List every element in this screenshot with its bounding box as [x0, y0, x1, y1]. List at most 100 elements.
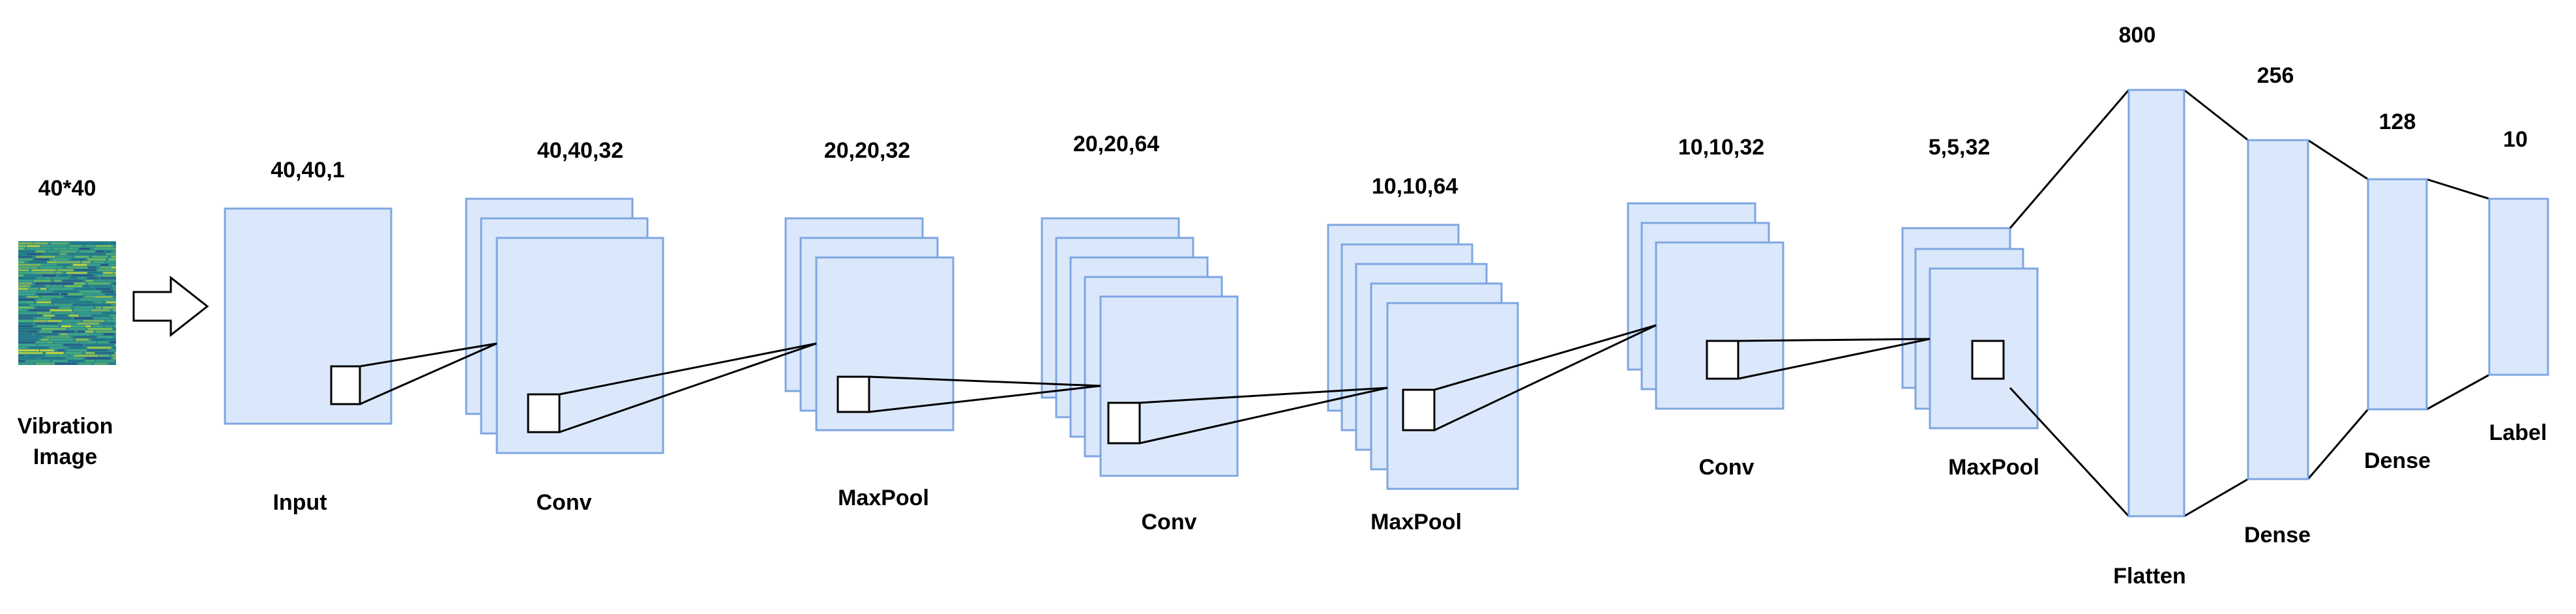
image-texture-streak — [85, 325, 91, 328]
kernel-window — [1402, 388, 1436, 431]
image-texture-streak — [50, 245, 67, 248]
image-texture-streak — [56, 314, 67, 317]
layer-name-conv1: Conv — [537, 490, 592, 515]
layer-output — [2488, 197, 2549, 376]
image-texture-streak — [51, 301, 71, 304]
image-texture-streak — [108, 280, 116, 282]
image-texture-streak — [40, 349, 55, 351]
image-texture-streak — [108, 338, 116, 341]
image-texture-streak — [93, 248, 116, 250]
image-texture-streak — [18, 277, 35, 280]
image-texture-streak — [98, 341, 108, 344]
layer-name-output: Label — [2489, 420, 2547, 445]
image-texture-streak — [18, 333, 32, 336]
image-texture-streak — [63, 256, 73, 258]
image-texture-streak — [65, 357, 72, 360]
image-texture-streak — [115, 336, 116, 338]
image-texture-streak — [40, 338, 49, 341]
image-texture-streak — [47, 261, 57, 263]
image-texture-streak — [96, 360, 115, 362]
image-texture-streak — [109, 362, 115, 365]
image-texture-streak — [94, 317, 110, 319]
image-texture-streak — [106, 325, 113, 328]
image-texture-streak — [18, 253, 27, 256]
image-texture-streak — [18, 299, 35, 301]
shape-label-flatten: 800 — [2119, 23, 2156, 48]
image-texture-streak — [87, 263, 101, 266]
image-size-label: 40*40 — [38, 176, 96, 201]
image-texture-streak — [76, 338, 89, 341]
layer-name-conv3: Conv — [1699, 455, 1754, 480]
image-texture-streak — [40, 287, 46, 290]
image-texture-streak — [47, 341, 53, 344]
image-texture-streak — [92, 256, 108, 258]
image-texture-streak — [57, 269, 74, 271]
image-texture-streak — [91, 309, 110, 312]
image-texture-streak — [40, 266, 63, 269]
image-texture-streak — [98, 355, 110, 357]
image-texture-streak — [58, 263, 70, 266]
image-texture-streak — [27, 355, 44, 357]
image-texture-streak — [92, 338, 108, 341]
layer-dense1 — [2247, 139, 2309, 480]
layer-name-pool3: MaxPool — [1948, 455, 2039, 480]
image-texture-streak — [18, 319, 34, 322]
image-texture-streak — [31, 269, 56, 271]
image-texture-streak — [41, 245, 50, 248]
image-texture-streak — [18, 325, 33, 328]
image-texture-streak — [41, 296, 63, 298]
shape-label-pool2: 10,10,64 — [1372, 174, 1458, 199]
image-texture-streak — [70, 277, 77, 280]
vector-bar — [2247, 139, 2309, 480]
vector-bar — [2367, 178, 2428, 411]
image-texture-streak — [74, 306, 93, 309]
image-texture-streak — [71, 274, 94, 277]
image-texture-streak — [115, 352, 116, 355]
image-texture-streak — [55, 312, 74, 314]
shape-label-pool3: 5,5,32 — [1929, 135, 1991, 160]
image-texture-streak — [76, 323, 99, 325]
image-texture-streak — [96, 250, 104, 253]
image-texture-streak — [111, 266, 116, 269]
image-texture-streak — [18, 349, 39, 351]
image-texture-streak — [18, 328, 41, 330]
image-texture-streak — [35, 282, 49, 285]
image-texture-streak — [113, 309, 116, 312]
image-texture-streak — [35, 323, 58, 325]
image-texture-streak — [103, 272, 113, 274]
image-texture-streak — [95, 352, 114, 355]
image-texture-streak — [18, 360, 25, 362]
layer-name-pool2: MaxPool — [1370, 510, 1462, 534]
fc-connectors — [2009, 89, 2490, 518]
image-texture-streak — [18, 242, 33, 244]
image-texture-streak — [74, 301, 93, 304]
image-texture-streak — [95, 301, 103, 304]
image-texture-streak — [87, 349, 108, 351]
image-texture-streak — [18, 301, 25, 304]
image-texture-streak — [115, 319, 116, 322]
image-texture-streak — [84, 296, 95, 298]
image-texture-streak — [93, 285, 112, 287]
kernel-window — [836, 375, 870, 413]
image-texture-streak — [56, 261, 81, 263]
image-texture-streak — [85, 352, 95, 355]
image-texture-streak — [18, 245, 26, 248]
image-texture-streak — [114, 346, 116, 349]
layer-pool1 — [784, 217, 955, 431]
image-texture-streak — [90, 242, 109, 244]
image-texture-streak — [18, 314, 42, 317]
image-caption-line1: Vibration — [18, 414, 113, 439]
shape-label-output: 10 — [2503, 127, 2528, 152]
image-texture-streak — [91, 314, 109, 317]
image-texture-streak — [34, 258, 50, 261]
image-texture-streak — [61, 293, 68, 295]
image-texture-streak — [61, 325, 71, 328]
image-texture-streak — [95, 330, 116, 333]
image-texture-streak — [88, 253, 106, 256]
image-texture-streak — [36, 306, 57, 309]
image-texture-streak — [113, 250, 116, 253]
image-texture-streak — [74, 269, 96, 271]
image-texture-streak — [37, 317, 52, 319]
image-texture-streak — [54, 280, 62, 282]
image-texture-streak — [43, 253, 58, 256]
